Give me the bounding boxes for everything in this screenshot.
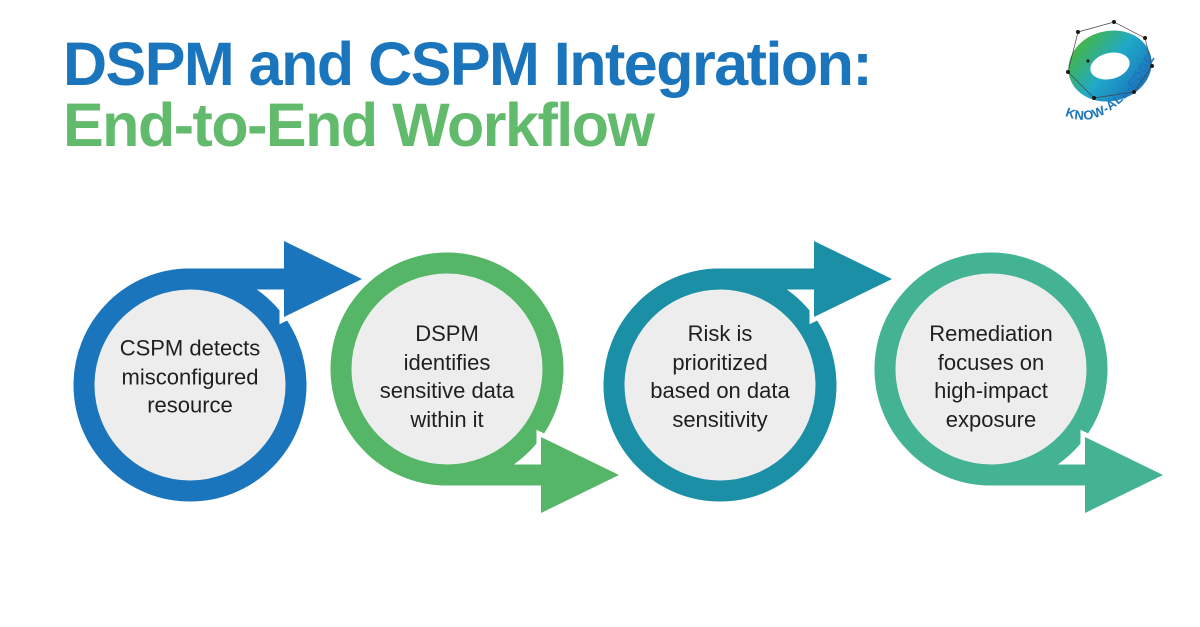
workflow-step-1: CSPM detects misconfigured resource bbox=[70, 221, 430, 521]
arrow-tail bbox=[107, 268, 290, 318]
step-label: CSPM detects misconfigured resource bbox=[119, 335, 261, 418]
step-label: Risk is prioritized based on data sensit… bbox=[650, 321, 790, 432]
step-circle bbox=[890, 268, 1092, 470]
step-circle bbox=[346, 268, 548, 470]
circular-arrow-shape bbox=[874, 252, 1174, 521]
title-line-1: DSPM and CSPM Integration: bbox=[63, 30, 873, 98]
logo-network-lines bbox=[1067, 21, 1153, 99]
arrow-head-icon bbox=[1080, 429, 1174, 521]
arrow-tail bbox=[364, 436, 547, 486]
arrow-tail bbox=[908, 436, 1091, 486]
workflow-step-4: Remediation focuses on high-impact expos… bbox=[871, 233, 1200, 533]
title-line-2: End-to-End Workflow bbox=[63, 91, 655, 159]
workflow-step-2: DSPM identifies sensitive data within it bbox=[327, 233, 687, 533]
arrow-tail bbox=[637, 268, 820, 318]
logo-network-dots bbox=[1066, 20, 1154, 100]
circular-arrow-shape bbox=[330, 252, 630, 521]
logo-torus-icon bbox=[1068, 30, 1152, 102]
brand-logo-graphic: KNOW-ALL-EDGE bbox=[1064, 20, 1157, 123]
circular-arrow-shape bbox=[73, 233, 373, 502]
step-circle bbox=[89, 284, 291, 486]
step-label: DSPM identifies sensitive data within it bbox=[379, 321, 515, 432]
workflow-step-3: Risk is prioritized based on data sensit… bbox=[600, 221, 960, 521]
step-circle bbox=[619, 284, 821, 486]
brand-logo: KNOW-ALL-EDGE bbox=[1048, 16, 1188, 146]
circular-arrow-shape bbox=[603, 233, 903, 502]
step-label: Remediation focuses on high-impact expos… bbox=[929, 321, 1053, 432]
page-title: DSPM and CSPM Integration: End-to-End Wo… bbox=[63, 30, 873, 159]
